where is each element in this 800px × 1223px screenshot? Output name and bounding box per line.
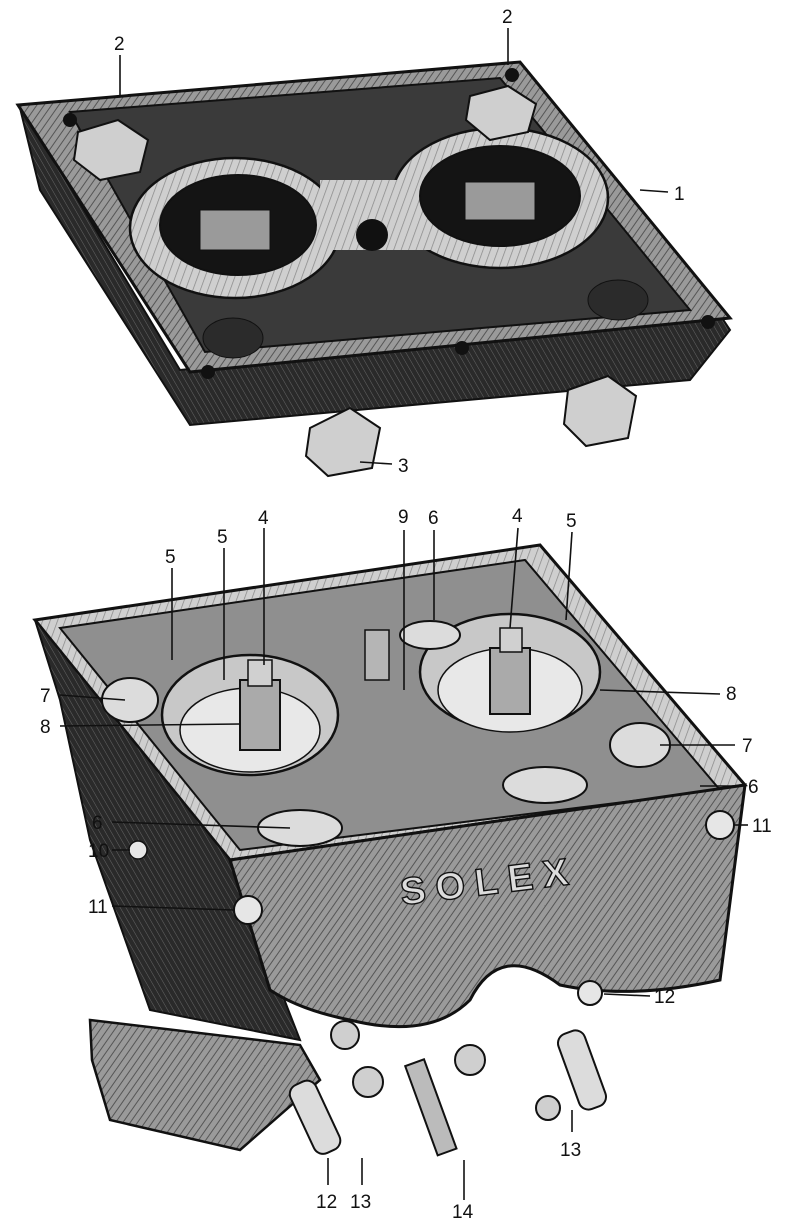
callout-10: 10 [88, 841, 109, 862]
callout-12-bottom: 12 [316, 1192, 337, 1213]
callout-12-right: 12 [654, 987, 675, 1008]
callout-14: 14 [452, 1202, 474, 1223]
leader-lines [59, 28, 748, 1200]
callout-6-right: 6 [748, 777, 759, 798]
callout-3: 3 [398, 456, 409, 477]
callout-4-a: 4 [258, 508, 269, 529]
callout-7-left: 7 [40, 686, 51, 707]
float-bowl-body: SOLEX [32, 543, 748, 1157]
callout-1: 1 [674, 184, 685, 205]
callout-11-right: 11 [752, 816, 772, 837]
callouts: 2 2 1 3 5 5 4 9 6 4 5 7 8 8 7 6 11 6 10 … [40, 7, 772, 1223]
callout-4-b: 4 [512, 506, 523, 527]
callout-6-left: 6 [92, 813, 103, 834]
callout-5-b: 5 [217, 527, 228, 548]
callout-2-right: 2 [502, 7, 513, 28]
callout-8-right: 8 [726, 684, 737, 705]
callout-8-left: 8 [40, 717, 51, 738]
callout-6-a: 6 [428, 508, 439, 529]
callout-13-left: 13 [350, 1192, 371, 1213]
callout-2-left: 2 [114, 34, 125, 55]
cover-plate [15, 60, 733, 478]
callout-9: 9 [398, 507, 409, 528]
callout-5-c: 5 [566, 511, 577, 532]
callout-5-a: 5 [165, 547, 176, 568]
callout-13-right: 13 [560, 1140, 581, 1161]
callout-11-left: 11 [88, 897, 108, 918]
callout-7-right: 7 [742, 736, 753, 757]
